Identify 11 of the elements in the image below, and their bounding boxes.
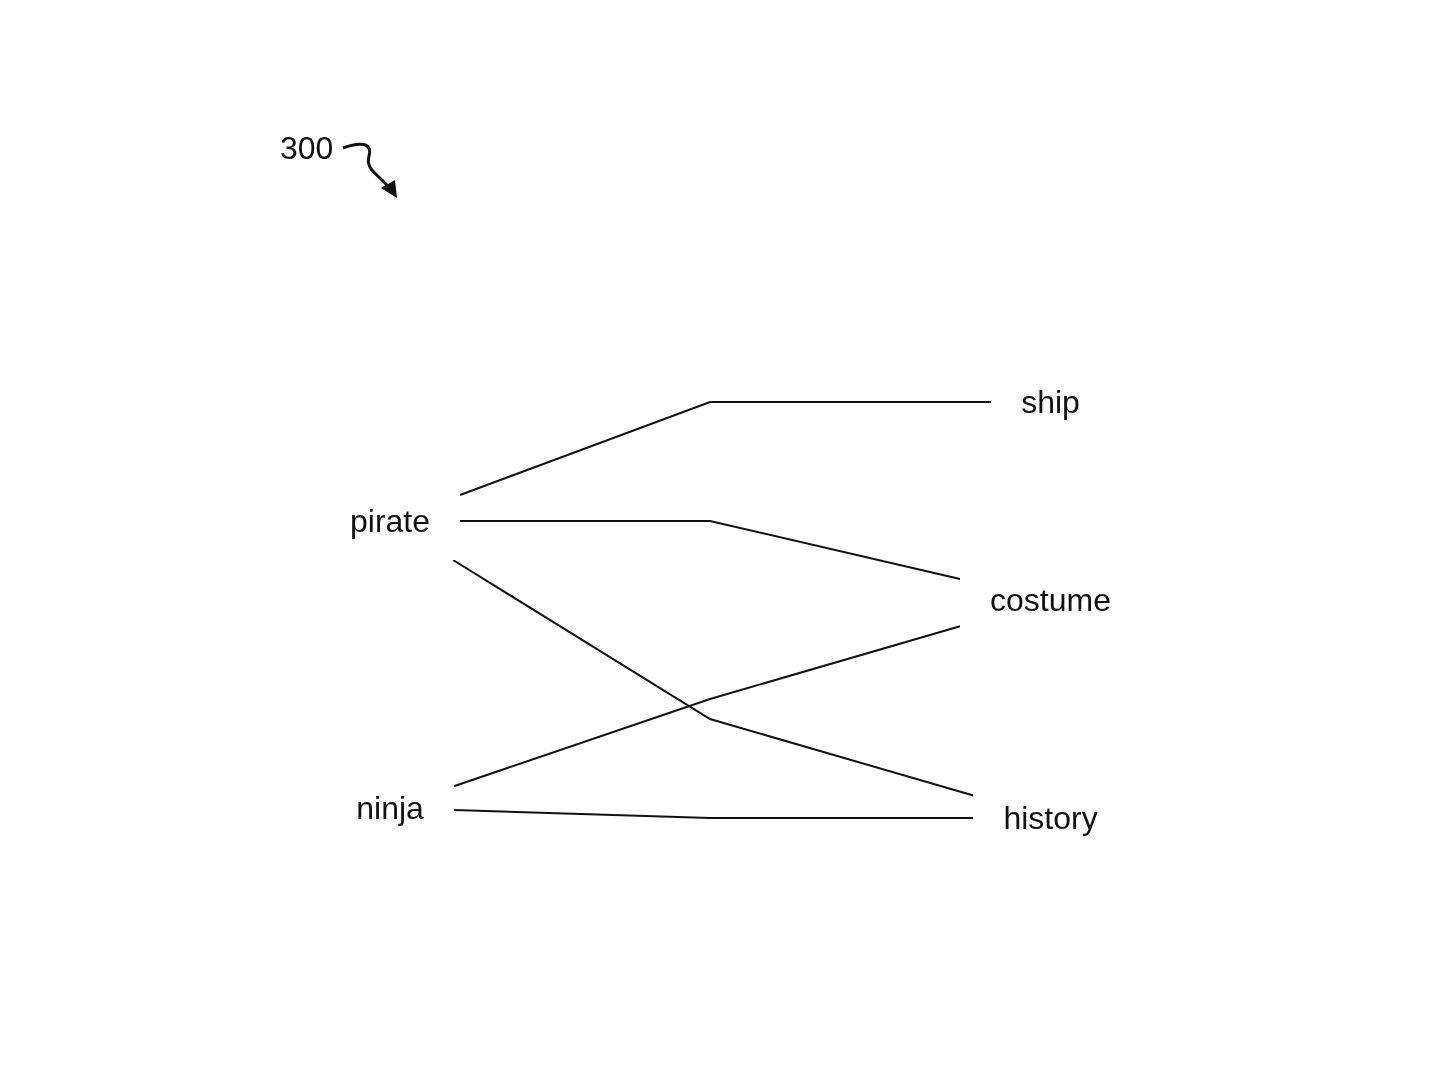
- connector: [458, 401, 992, 496]
- node-text: pirate: [349, 503, 430, 539]
- connector: [452, 625, 961, 788]
- reference-numeral: 300: [280, 130, 334, 167]
- connector: [452, 809, 974, 819]
- node-text: costume: [989, 582, 1111, 618]
- node-text: ship: [1020, 384, 1080, 420]
- connector: [451, 559, 974, 797]
- node-text: history: [1002, 800, 1098, 836]
- node-text: ninja: [355, 790, 424, 826]
- connector: [458, 520, 961, 580]
